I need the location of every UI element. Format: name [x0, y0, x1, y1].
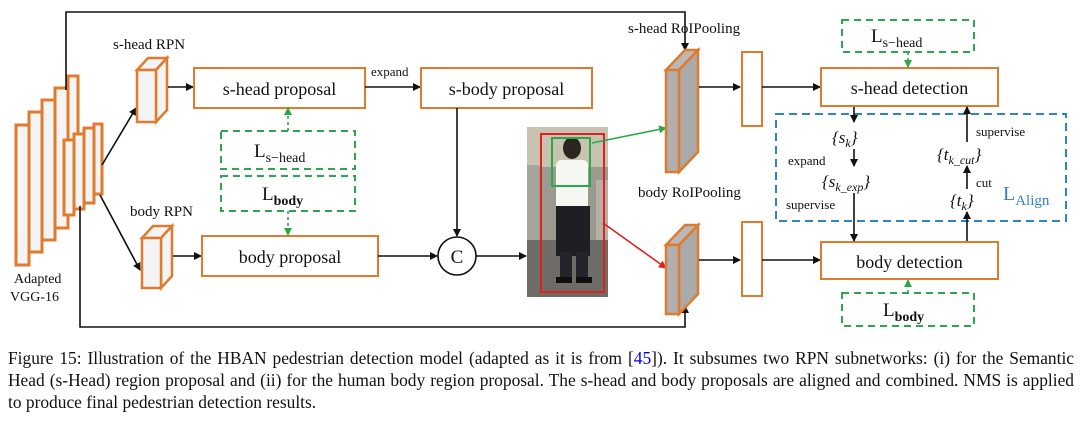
- backbone-to-shead-rpn-arrow: [101, 107, 137, 166]
- sbody-proposal-label: s-body proposal: [449, 79, 565, 99]
- pedestrian-image: [527, 127, 608, 297]
- loss-body-label: Lbody: [262, 184, 303, 209]
- body-proposal-label: body proposal: [239, 247, 342, 267]
- loss-shead-label: Ls−head: [254, 141, 305, 166]
- body-proposal-box: [201, 235, 379, 277]
- l-align-label: LAlign: [1003, 183, 1050, 209]
- caption-prefix: Figure 15: Illustration of the HBAN pede…: [8, 348, 634, 368]
- backbone-label-2: VGG-16: [10, 290, 59, 305]
- shead-roi-arrow: [591, 125, 667, 144]
- body-roipool-label: body RoIPooling: [638, 185, 741, 201]
- body-detection-box: [820, 241, 999, 280]
- body-roipool-block: [663, 221, 701, 318]
- vgg16-backbone: [14, 74, 104, 267]
- shead-detection-label: s-head detection: [851, 78, 968, 98]
- shead-roipool-label: s-head RoIPooling: [628, 21, 741, 37]
- hban-diagram: Adapted VGG-16 s-head RPN body RPN s-hea…: [10, 11, 1067, 328]
- caption-suffix: ]). It subsumes two RPN subnetworks: (i)…: [8, 348, 1074, 412]
- shead-proposal-box: [193, 67, 366, 109]
- right-loss-shead-label: Ls−head: [871, 26, 922, 51]
- expand-top-label: expand: [371, 64, 409, 79]
- tk-label: {tk}: [950, 191, 974, 213]
- sk-label: {sk}: [832, 128, 858, 150]
- shead-detection-box: [820, 67, 999, 107]
- align-region: [775, 113, 1067, 222]
- backbone-to-body-rpn-arrow: [99, 194, 141, 271]
- shead-roipool-block: [663, 46, 701, 176]
- expand-mid-label: expand: [788, 153, 826, 168]
- concat-label: C: [451, 247, 464, 268]
- reference-link[interactable]: 45: [633, 348, 652, 368]
- shead-proposal-label: s-head proposal: [223, 79, 336, 99]
- body-rpn-block: [139, 222, 175, 292]
- shead-fc-block: [741, 51, 763, 127]
- sk-exp-label: {sk_exp}: [822, 172, 870, 194]
- body-fc-block: [741, 221, 763, 297]
- tk-cut-label: {tk_cut}: [937, 145, 982, 167]
- loss-body-box: [220, 175, 356, 212]
- body-rpn-label: body RPN: [130, 204, 193, 220]
- supervise-left-label: supervise: [786, 197, 835, 212]
- shead-rpn-label: s-head RPN: [113, 37, 185, 53]
- top-bypass-arrow: [65, 11, 689, 90]
- right-loss-body-label: Lbody: [883, 300, 924, 325]
- supervise-right-label: supervise: [976, 124, 1025, 139]
- shead-rpn-block: [134, 54, 170, 126]
- figure-caption: Figure 15: Illustration of the HBAN pede…: [8, 347, 1074, 433]
- body-detection-label: body detection: [856, 252, 962, 272]
- bottom-bypass-arrow: [79, 206, 689, 328]
- body-roi-arrow: [602, 222, 667, 269]
- backbone-label-1: Adapted: [14, 272, 61, 287]
- sbody-proposal-box: [420, 67, 593, 109]
- cut-label: cut: [976, 175, 992, 190]
